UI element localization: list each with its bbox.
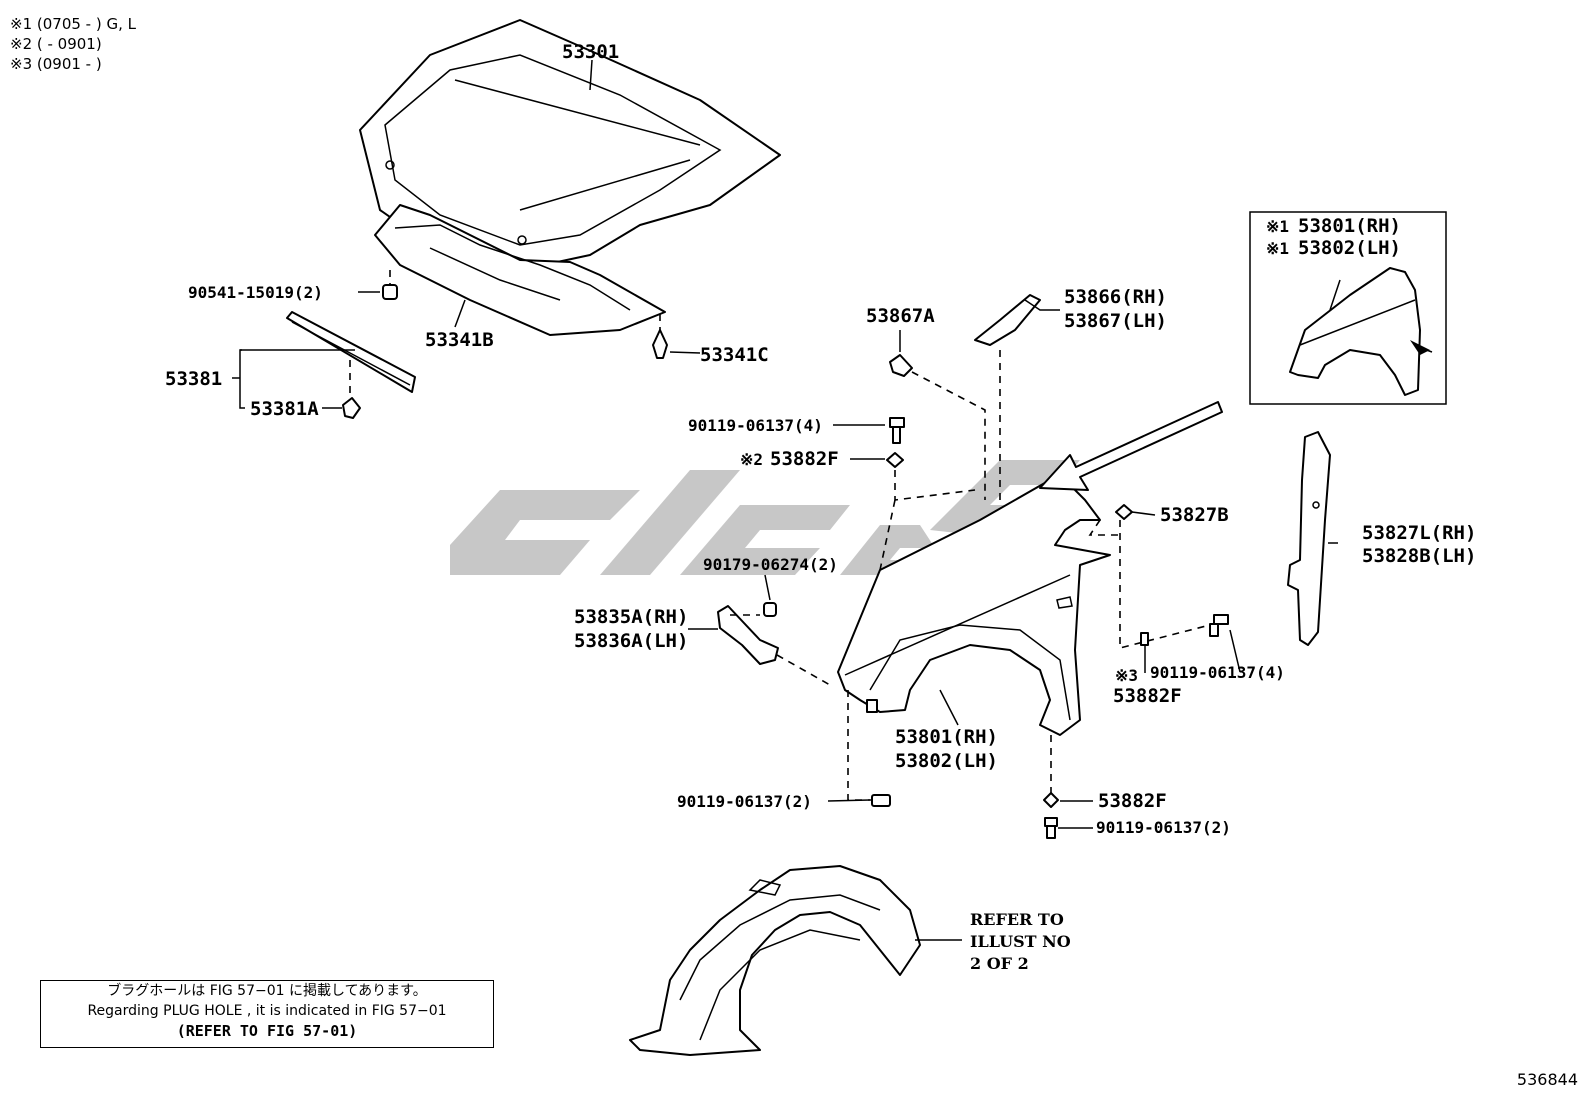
refer-line-2: ILLUST NO [970,932,1071,951]
label-53801: 53801(RH) [895,726,998,748]
label-53882F-top-prefix: ※2 [740,450,763,469]
label-53882F-mid-prefix: ※3 [1115,666,1138,685]
clip-53341C [652,314,668,359]
note-3: ※3 (0901 - ) [10,55,102,73]
label-90119-right: 90119-06137(4) [1150,663,1285,682]
label-90119-bottom: 90119-06137(2) [1096,818,1231,837]
bolt-90119-right [1140,614,1229,646]
inset-label-53802: 53802(LH) [1298,237,1401,259]
notice-line-jp: ブラグホールは FIG 57−01 に掲載してあります。 [107,983,427,999]
label-90179: 90179-06274(2) [703,555,838,574]
clip-53867A [889,354,913,377]
bolt-90119-bottom [1043,792,1059,839]
label-53381: 53381 [165,368,222,390]
leader-lines [232,59,1341,941]
label-53882F-mid: 53882F [1113,685,1182,707]
part-labels: 53301 90541-15019(2) 53341B 53341C 53381… [165,41,1476,837]
inset-label-53801: 53801(RH) [1298,215,1401,237]
refer-note: REFER TO ILLUST NO 2 OF 2 [970,910,1071,973]
label-53866: 53866(RH) [1064,286,1167,308]
label-53882F-top: 53882F [770,448,839,470]
diagram-id: 536844 [1516,1070,1578,1089]
clip-90541 [382,270,398,300]
label-53828B: 53828B(LH) [1362,545,1476,567]
notice-line-refer: (REFER TO FIG 57-01) [176,1022,358,1040]
seal-53827L [1287,431,1331,646]
label-90119-top: 90119-06137(4) [688,416,823,435]
label-53341C: 53341C [700,344,769,366]
fender-liner [629,865,921,1056]
refer-line-1: REFER TO [970,910,1064,929]
label-90119-left: 90119-06137(2) [677,792,812,811]
hood-insulator-53341B [374,204,666,336]
direction-arrow [1039,401,1223,491]
notice-line-en: Regarding PLUG HOLE , it is indicated in… [87,1003,447,1019]
inset-label-53802-prefix: ※1 [1266,239,1289,258]
seal-53381 [286,311,416,419]
bolt-90119-left [871,794,891,807]
inset-label-53801-prefix: ※1 [1266,217,1289,236]
label-90541: 90541-15019(2) [188,283,323,302]
label-53836A: 53836A(LH) [574,630,688,652]
label-53867A: 53867A [866,305,935,327]
assembly-dashed-lines [730,350,1211,801]
label-53827B: 53827B [1160,504,1229,526]
molding-53866 [974,294,1041,346]
bracket-53835A [717,602,779,665]
refer-line-3: 2 OF 2 [970,954,1029,973]
bolt-90119-top [886,417,905,468]
label-53381A: 53381A [250,398,319,420]
applicability-notes: ※1 (0705 - ) G, L ※2 ( - 0901) ※3 (0901 … [10,14,136,74]
label-53827L: 53827L(RH) [1362,522,1476,544]
label-53341B: 53341B [425,329,494,351]
label-53867: 53867(LH) [1064,310,1167,332]
plug-hole-notice: ブラグホールは FIG 57−01 に掲載してあります。 Regarding P… [40,980,494,1048]
label-53802: 53802(LH) [895,750,998,772]
inset-box [1249,211,1447,405]
seal-53827B [1115,504,1133,520]
note-2: ※2 ( - 0901) [10,35,102,53]
label-53301: 53301 [562,41,619,63]
label-53882F-bottom: 53882F [1098,790,1167,812]
label-53835A: 53835A(RH) [574,606,688,628]
note-1: ※1 (0705 - ) G, L [10,15,136,33]
hood-53301 [359,19,781,271]
